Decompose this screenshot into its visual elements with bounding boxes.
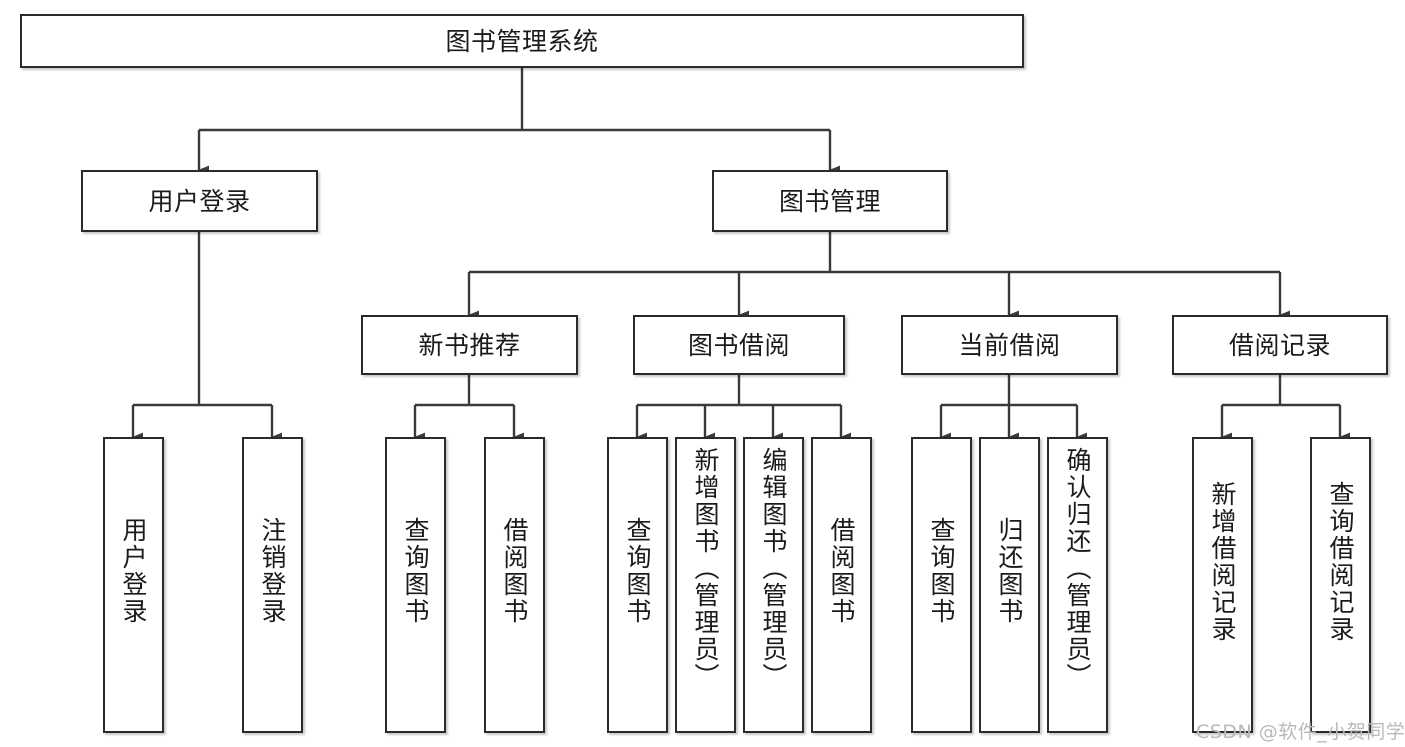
node-label: 编辑图书（管理员） (759, 447, 788, 690)
leaf-borrow-book-1[interactable]: 借阅图书 (484, 437, 545, 733)
node-label: 图书管理 (778, 186, 881, 216)
node-book-management-system[interactable]: 图书管理系统 (20, 14, 1024, 68)
node-label: 新书推荐 (418, 330, 521, 360)
node-label: 图书借阅 (687, 330, 790, 360)
leaf-edit-book[interactable]: 编辑图书（管理员） (743, 437, 804, 733)
node-borrow-record[interactable]: 借阅记录 (1172, 315, 1388, 375)
node-label: 借阅记录 (1228, 330, 1331, 360)
node-label: 注销登录 (258, 517, 287, 625)
node-label: 查询图书 (623, 517, 652, 625)
node-label: 图书管理系统 (445, 26, 599, 56)
node-label: 用户登录 (148, 186, 251, 216)
leaf-query-book-2[interactable]: 查询图书 (607, 437, 668, 733)
node-label: 用户登录 (119, 517, 148, 625)
leaf-query-record[interactable]: 查询借阅记录 (1310, 437, 1371, 733)
node-label: 查询图书 (401, 517, 430, 625)
node-label: 确认归还（管理员） (1063, 447, 1092, 690)
node-label: 当前借阅 (958, 330, 1061, 360)
leaf-return-book[interactable]: 归还图书 (979, 437, 1040, 733)
node-label: 新增图书（管理员） (691, 447, 720, 690)
node-current-borrow[interactable]: 当前借阅 (901, 315, 1118, 375)
leaf-query-book-3[interactable]: 查询图书 (911, 437, 972, 733)
node-label: 借阅图书 (827, 517, 856, 625)
leaf-add-record[interactable]: 新增借阅记录 (1192, 437, 1253, 733)
leaf-add-book[interactable]: 新增图书（管理员） (675, 437, 736, 733)
node-book-borrow[interactable]: 图书借阅 (633, 315, 845, 375)
leaf-logout-login[interactable]: 注销登录 (242, 437, 303, 733)
leaf-query-book-1[interactable]: 查询图书 (385, 437, 446, 733)
node-label: 借阅图书 (500, 517, 529, 625)
csdn-watermark: CSDN @软件_小贺同学 (1196, 721, 1405, 743)
node-user-login[interactable]: 用户登录 (81, 170, 318, 232)
node-label: 归还图书 (995, 517, 1024, 625)
leaf-user-login[interactable]: 用户登录 (103, 437, 164, 733)
node-label: 新增借阅记录 (1208, 481, 1237, 643)
leaf-confirm-return[interactable]: 确认归还（管理员） (1047, 437, 1108, 733)
node-new-book-recommend[interactable]: 新书推荐 (361, 315, 578, 375)
node-label: 查询借阅记录 (1326, 481, 1355, 643)
node-label: 查询图书 (927, 517, 956, 625)
leaf-borrow-book-2[interactable]: 借阅图书 (811, 437, 872, 733)
node-book-management[interactable]: 图书管理 (712, 170, 948, 232)
